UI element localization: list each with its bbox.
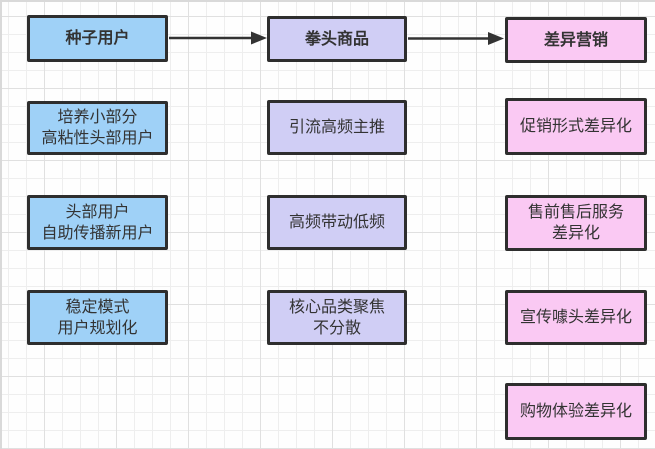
node-head-users-self-propagate[interactable]: 头部用户 自助传播新用户 [27, 195, 168, 250]
arrow-head-icon [488, 32, 504, 45]
node-label: 宣传噱头差异化 [519, 309, 632, 326]
node-label: 头部用户 自助传播新用户 [41, 203, 154, 242]
node-label: 售前售后服务 差异化 [527, 204, 624, 242]
arrow-head-icon [251, 31, 267, 45]
node-label: 差异营销 [543, 31, 608, 49]
node-traffic-high-frequency-push[interactable]: 引流高频主推 [267, 100, 407, 155]
arrow-seed-to-product[interactable] [169, 31, 267, 45]
canvas-top-edge [0, 0, 655, 2]
node-label: 核心品类聚焦 不分散 [288, 298, 385, 337]
node-shopping-experience-differentiation[interactable]: 购物体验差异化 [505, 383, 647, 440]
node-label: 引流高频主推 [288, 119, 385, 136]
node-label: 种子用户 [65, 30, 130, 47]
node-core-category-focus[interactable]: 核心品类聚焦 不分散 [267, 290, 407, 345]
node-publicity-gimmick-differentiation[interactable]: 宣传噱头差异化 [505, 290, 647, 345]
node-label: 促销形式差异化 [519, 118, 632, 135]
node-label: 培养小部分 高粘性头部用户 [41, 109, 154, 147]
canvas-left-edge [0, 0, 2, 449]
node-differentiated-marketing-header[interactable]: 差异营销 [505, 17, 647, 63]
node-label: 稳定模式 用户规划化 [57, 298, 138, 337]
node-cultivate-sticky-head-users[interactable]: 培养小部分 高粘性头部用户 [27, 101, 168, 155]
node-promotion-form-differentiation[interactable]: 促销形式差异化 [505, 98, 647, 155]
node-flagship-products-header[interactable]: 拳头商品 [267, 16, 407, 62]
node-label: 高频带动低频 [288, 214, 385, 231]
node-label: 拳头商品 [304, 30, 369, 48]
arrow-product-to-marketing[interactable] [408, 32, 504, 45]
node-stable-model-user-planning[interactable]: 稳定模式 用户规划化 [27, 290, 168, 345]
node-seed-users-header[interactable]: 种子用户 [27, 15, 168, 62]
node-high-freq-drives-low-freq[interactable]: 高频带动低频 [267, 195, 407, 250]
node-pre-post-sale-service-differentiation[interactable]: 售前售后服务 差异化 [505, 195, 647, 251]
node-label: 购物体验差异化 [519, 403, 632, 420]
